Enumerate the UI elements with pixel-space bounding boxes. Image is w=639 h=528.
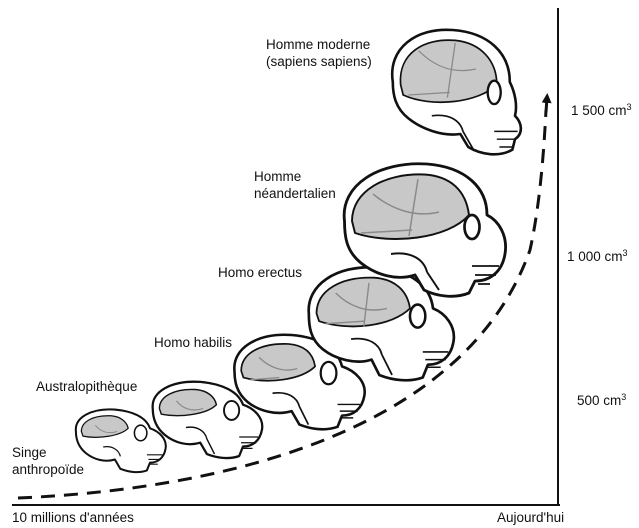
volume-exponent: 3 [623,248,628,258]
label-line: Australopithèque [36,378,137,395]
volume-value: 1 000 cm [567,249,623,264]
label-line: néandertalien [254,185,336,202]
label-homme-neandertalien: Homme néandertalien [254,168,336,202]
label-line: anthropoïde [12,461,84,478]
label-australopitheque: Australopithèque [36,378,137,395]
skull-homme-moderne [392,30,521,155]
label-line: Homme [254,168,336,185]
label-homo-erectus: Homo erectus [218,264,302,281]
label-line: Homo habilis [154,334,232,351]
label-homo-habilis: Homo habilis [154,334,232,351]
label-line: Singe [12,444,84,461]
skull-singe-anthropoide [76,409,166,472]
volume-exponent: 3 [621,392,626,402]
label-singe-anthropoide: Singe anthropoïde [12,444,84,478]
label-line: Homme moderne [266,36,372,53]
volume-value: 1 500 cm [571,103,627,118]
volume-value: 500 cm [577,393,621,408]
volume-label-1500: 1 500 cm3 [571,102,632,118]
volume-label-500: 500 cm3 [577,392,626,408]
label-line: Homo erectus [218,264,302,281]
growth-arrow [546,98,547,112]
label-line: (sapiens sapiens) [266,53,372,70]
time-end-label: Aujourd'hui [497,510,564,525]
volume-label-1000: 1 000 cm3 [567,248,628,264]
volume-exponent: 3 [627,102,632,112]
label-homme-moderne: Homme moderne (sapiens sapiens) [266,36,372,70]
time-start-label: 10 millions d'années [12,510,134,525]
